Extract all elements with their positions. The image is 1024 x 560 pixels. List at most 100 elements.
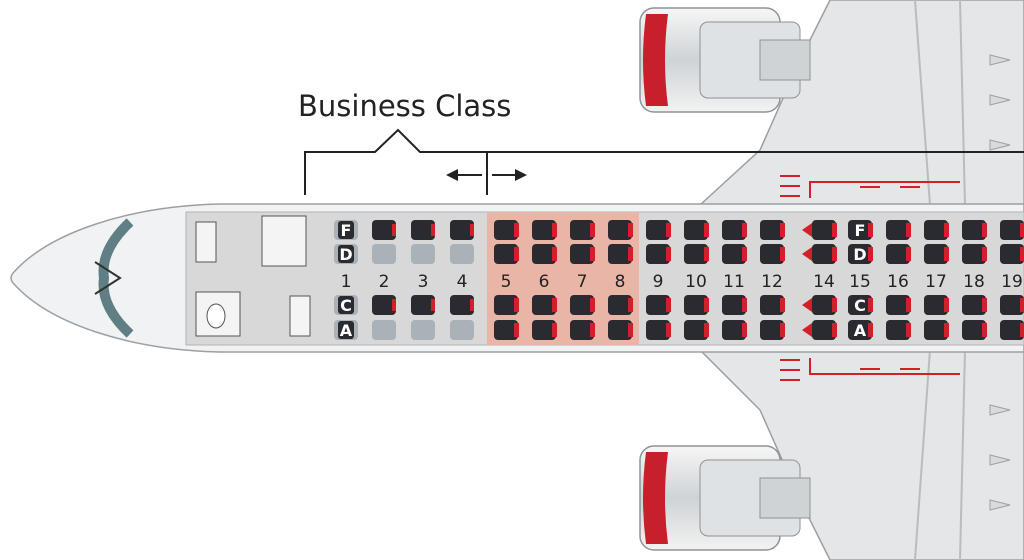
- seat[interactable]: [450, 220, 474, 240]
- seat[interactable]: [494, 295, 519, 315]
- seat[interactable]: [760, 295, 785, 315]
- seat-letter: D: [339, 245, 352, 264]
- seat[interactable]: [924, 220, 949, 240]
- seat[interactable]: [722, 295, 747, 315]
- row-number: 6: [539, 272, 550, 292]
- row-number: 8: [615, 272, 626, 292]
- business-class-bracket: Business Class: [298, 89, 1024, 195]
- seat[interactable]: [494, 220, 519, 240]
- seat[interactable]: [646, 295, 671, 315]
- seat[interactable]: [372, 295, 396, 315]
- seat[interactable]: [848, 295, 873, 315]
- seat[interactable]: [450, 295, 474, 315]
- seat[interactable]: [411, 220, 435, 240]
- row-number: 4: [457, 272, 468, 292]
- seat-letter: C: [340, 296, 352, 315]
- seat[interactable]: [532, 320, 557, 340]
- row-number: 11: [723, 272, 745, 292]
- seat[interactable]: [722, 320, 747, 340]
- seat[interactable]: [646, 220, 671, 240]
- seat[interactable]: [802, 320, 837, 340]
- seat[interactable]: [962, 220, 987, 240]
- seat[interactable]: [886, 244, 911, 264]
- seat[interactable]: [924, 320, 949, 340]
- seat[interactable]: [848, 244, 873, 264]
- row-number: 9: [653, 272, 664, 292]
- seat[interactable]: [722, 244, 747, 264]
- seat[interactable]: [570, 244, 595, 264]
- seat[interactable]: [494, 320, 519, 340]
- seat[interactable]: [886, 295, 911, 315]
- seat[interactable]: [1000, 220, 1024, 240]
- row-number: 17: [925, 272, 947, 292]
- row-number: 16: [887, 272, 909, 292]
- row-number: 14: [813, 272, 835, 292]
- seat[interactable]: [372, 244, 396, 264]
- seat[interactable]: [494, 244, 519, 264]
- seat[interactable]: [684, 295, 709, 315]
- seat[interactable]: [608, 295, 633, 315]
- seat[interactable]: [646, 320, 671, 340]
- seat[interactable]: [886, 320, 911, 340]
- seat[interactable]: [760, 220, 785, 240]
- seat[interactable]: [1000, 244, 1024, 264]
- closet: [289, 295, 311, 337]
- seat[interactable]: [608, 220, 633, 240]
- seat[interactable]: [684, 320, 709, 340]
- cabin-label: Business Class: [298, 89, 511, 123]
- seat-letter-badge: [338, 245, 354, 263]
- row-number: 2: [379, 272, 390, 292]
- seat[interactable]: [962, 320, 987, 340]
- exit-row-arrows: [780, 175, 960, 381]
- seat-letter: D: [853, 245, 866, 264]
- seat[interactable]: [722, 220, 747, 240]
- seat[interactable]: [532, 244, 557, 264]
- lower-engine: [639, 445, 811, 551]
- seat[interactable]: [924, 244, 949, 264]
- seat[interactable]: [1000, 320, 1024, 340]
- seat[interactable]: [372, 220, 396, 240]
- seat[interactable]: [802, 295, 837, 315]
- seat[interactable]: [886, 220, 911, 240]
- seat[interactable]: [608, 320, 633, 340]
- seat[interactable]: [802, 220, 837, 240]
- row-number: 3: [418, 272, 429, 292]
- seat[interactable]: [570, 220, 595, 240]
- seat[interactable]: [570, 320, 595, 340]
- seat[interactable]: [1000, 295, 1024, 315]
- seat[interactable]: [411, 295, 435, 315]
- seat[interactable]: [684, 220, 709, 240]
- seat[interactable]: [802, 244, 837, 264]
- row-number: 15: [849, 272, 871, 292]
- seat-letter: F: [855, 221, 866, 240]
- seat[interactable]: [608, 244, 633, 264]
- row-number: 1: [341, 272, 352, 292]
- galley: [261, 215, 307, 267]
- seat[interactable]: [760, 320, 785, 340]
- seat[interactable]: [962, 244, 987, 264]
- row-number: 18: [963, 272, 985, 292]
- seat[interactable]: [532, 220, 557, 240]
- seat[interactable]: [450, 320, 474, 340]
- row-number: 19: [1001, 272, 1023, 292]
- seat[interactable]: [848, 320, 873, 340]
- seat[interactable]: [372, 320, 396, 340]
- seat[interactable]: [924, 295, 949, 315]
- seat[interactable]: [411, 244, 435, 264]
- seat[interactable]: [450, 244, 474, 264]
- seat[interactable]: [570, 295, 595, 315]
- seat[interactable]: [848, 220, 873, 240]
- seat-letter-badge: [338, 296, 354, 314]
- seat[interactable]: [532, 295, 557, 315]
- upper-engine: [639, 7, 811, 113]
- seat-letter: A: [854, 321, 867, 340]
- seat[interactable]: [684, 244, 709, 264]
- seat-letter-badge: [338, 321, 354, 339]
- seat[interactable]: [962, 295, 987, 315]
- row-number: 7: [577, 272, 588, 292]
- seat[interactable]: [760, 244, 785, 264]
- seat[interactable]: [646, 244, 671, 264]
- seat[interactable]: [411, 320, 435, 340]
